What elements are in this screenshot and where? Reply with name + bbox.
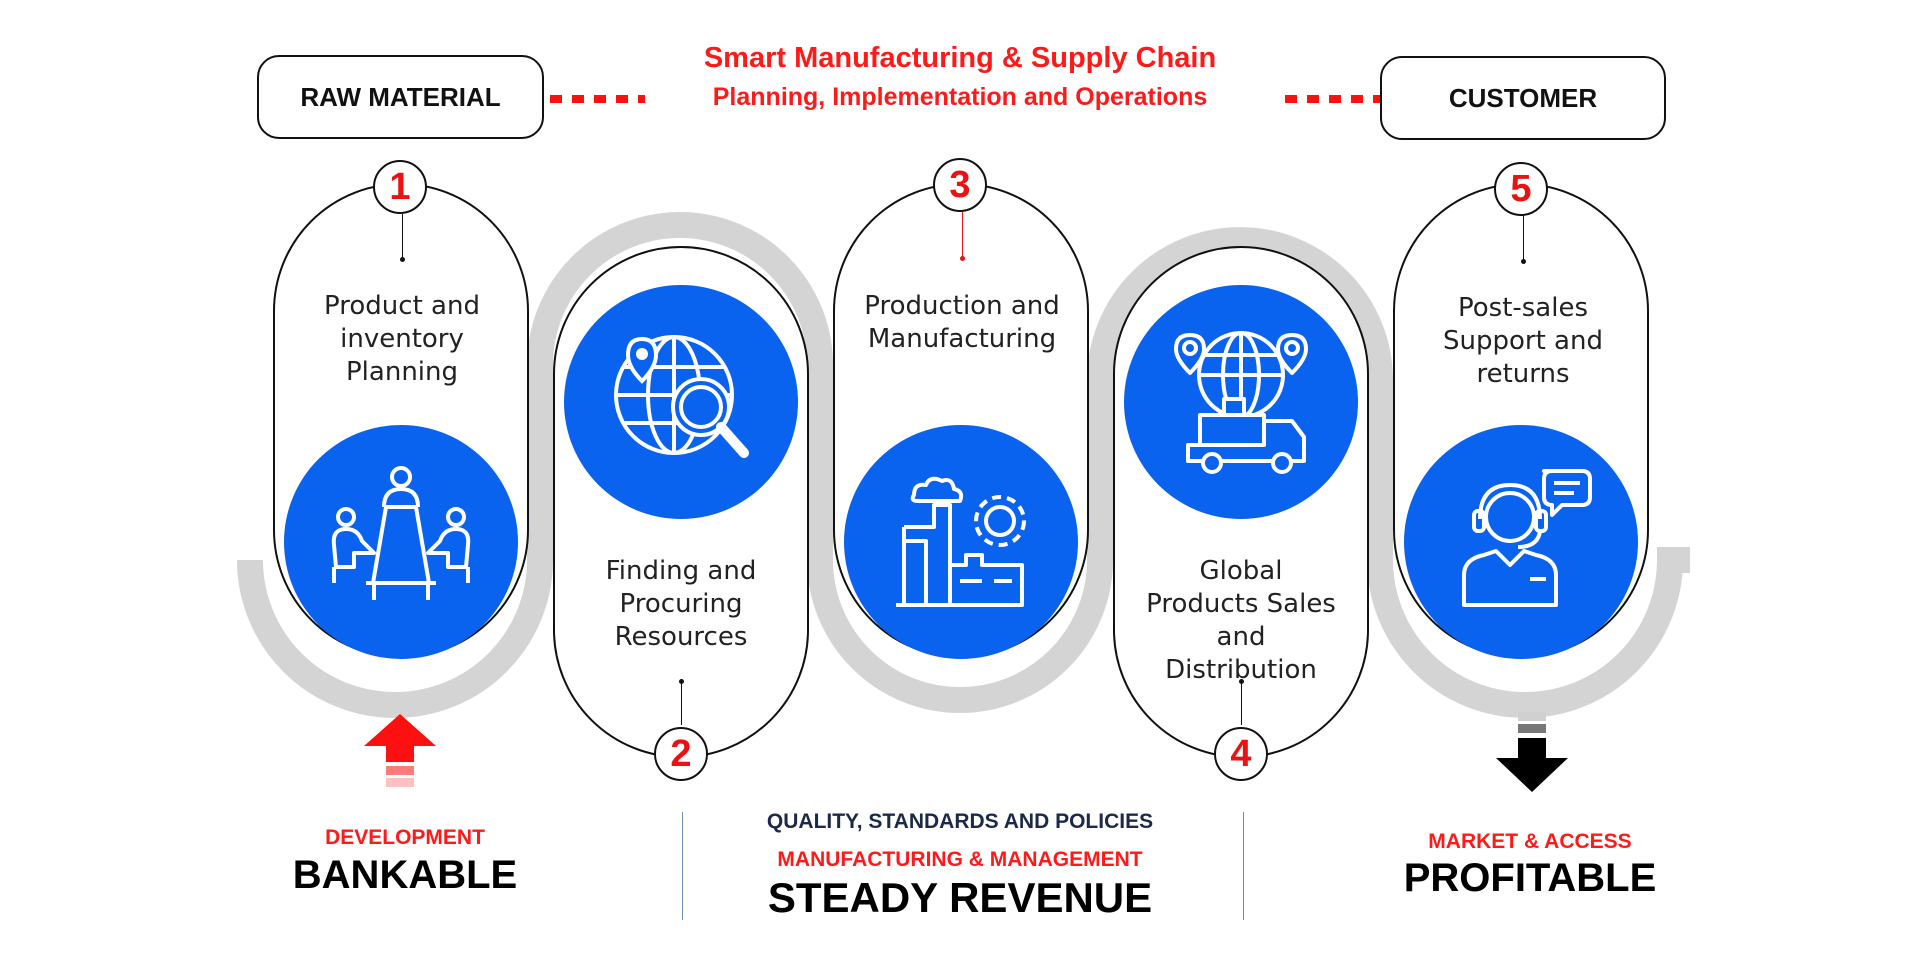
- quality-standards-label: QUALITY, STANDARDS AND POLICIES: [766, 810, 1154, 833]
- raw-material-label: RAW MATERIAL: [300, 81, 501, 112]
- raw-material-box: RAW MATERIAL: [257, 55, 544, 139]
- customer-box: CUSTOMER: [1380, 56, 1666, 140]
- globe-search-icon: [614, 335, 749, 458]
- step-1-number: 1: [373, 160, 427, 214]
- step-1-icon-circle: [284, 425, 518, 659]
- diagram-title: Smart Manufacturing & Supply Chain: [703, 42, 1217, 74]
- steady-revenue-label: STEADY REVENUE: [767, 874, 1153, 921]
- black-down-arrow-icon: [1496, 712, 1568, 792]
- step-5-icon-circle: [1404, 425, 1638, 659]
- meeting-table-icon: [331, 466, 471, 600]
- divider-left: [682, 812, 683, 920]
- step-3-icon-circle: [844, 425, 1078, 659]
- step-2-label: Finding and Procuring Resources: [605, 556, 757, 652]
- manufacturing-management-label: MANUFACTURING & MANAGEMENT: [777, 848, 1143, 871]
- profitable-label: PROFITABLE: [1403, 856, 1657, 900]
- step-5-label: Post-sales Support and returns: [1443, 293, 1603, 389]
- customer-support-agent-icon: [1462, 469, 1592, 607]
- factory-gear-icon: [896, 476, 1026, 607]
- development-label: DEVELOPMENT: [325, 826, 485, 849]
- diagram-subtitle: Planning, Implementation and Operations: [712, 83, 1208, 111]
- dotted-connector-left: [550, 95, 645, 103]
- dotted-connector-right: [1285, 95, 1380, 103]
- bankable-label: BANKABLE: [292, 853, 518, 897]
- step-5-number: 5: [1494, 162, 1548, 216]
- divider-right: [1243, 812, 1244, 920]
- customer-label: CUSTOMER: [1448, 82, 1598, 113]
- globe-delivery-truck-icon: [1174, 331, 1308, 474]
- step-1-label: Product and inventory Planning: [324, 291, 480, 387]
- step-4-number: 4: [1214, 727, 1268, 781]
- step-4-label: Global Products Sales and Distribution: [1146, 556, 1336, 685]
- step-3-number: 3: [933, 158, 987, 212]
- red-up-arrow-icon: [364, 714, 436, 787]
- step-2-number: 2: [654, 727, 708, 781]
- step-3-label: Production and Manufacturing: [864, 291, 1060, 354]
- market-access-label: MARKET & ACCESS: [1428, 830, 1632, 853]
